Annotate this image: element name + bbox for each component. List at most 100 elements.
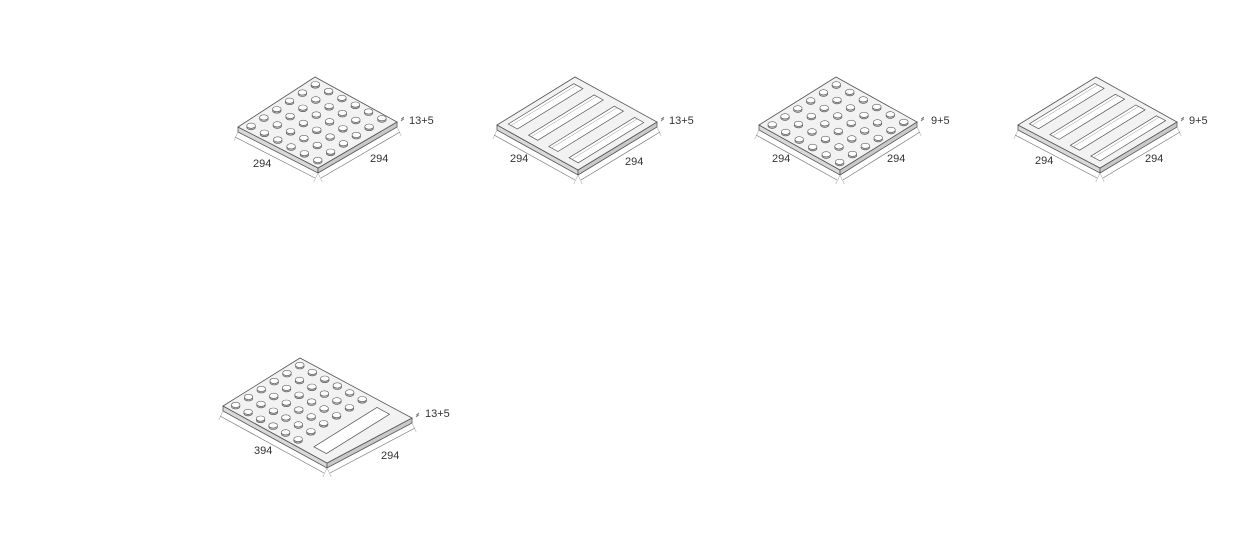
- dome-bump-top: [259, 114, 269, 121]
- dome-bump-top: [364, 108, 374, 115]
- dome-bump-top: [846, 119, 856, 126]
- dome-bump-top: [780, 113, 790, 120]
- dome-bump-top: [307, 398, 317, 405]
- dome-bump-top: [806, 97, 816, 104]
- dome-bump-top: [344, 404, 355, 410]
- width-dimension-line-tick-b: [322, 467, 328, 478]
- tile-bars-9-depth-label: 294: [1145, 153, 1163, 165]
- dome-bump-top: [310, 81, 320, 87]
- width-dimension-line-tick-a: [218, 410, 224, 421]
- width-dimension-line: [219, 415, 325, 474]
- dome-bump-top: [325, 133, 335, 140]
- guidance-bar-edge: [551, 107, 618, 149]
- dome-bump-top: [272, 106, 282, 112]
- width-dimension-line-tick-b: [313, 172, 319, 183]
- tile-top-face: [222, 357, 413, 464]
- dome-bump-top: [312, 126, 322, 133]
- depth-dimension-line-tick-b: [656, 126, 662, 137]
- tile-dots-13-width-label: 294: [253, 158, 271, 170]
- dome-bump-top: [268, 422, 278, 429]
- dome-bump-top: [295, 361, 305, 368]
- depth-dimension-line-tick-b: [396, 126, 402, 137]
- dome-bump-top: [859, 111, 869, 118]
- dome-bump-top: [231, 401, 241, 408]
- tile-combo-13-depth-label: 294: [381, 450, 399, 462]
- dome-bump-top: [269, 392, 279, 399]
- depth-dimension-line-tick-a: [317, 172, 323, 183]
- tile-combo-13-labels: 394 294 13+5: [254, 408, 450, 462]
- tile-dots-13: [233, 76, 405, 183]
- dome-bump-top: [319, 405, 329, 412]
- width-dimension-line-tick-a: [492, 129, 498, 140]
- dome-bump-top: [337, 110, 348, 116]
- dome-bump-top: [319, 420, 329, 426]
- guidance-bar: [548, 105, 625, 152]
- dome-bump-top: [351, 116, 361, 123]
- dome-bump-top: [294, 376, 305, 383]
- dome-bump-top: [377, 115, 387, 122]
- guidance-bar-edge: [571, 118, 638, 160]
- dome-bump-top: [794, 136, 804, 143]
- depth-dimension-line: [580, 131, 661, 181]
- dome-bump-top: [781, 128, 791, 135]
- depth-dimension-line-tick-a: [326, 467, 332, 478]
- dome-bump-top: [313, 156, 323, 163]
- dome-bump-top: [324, 103, 334, 109]
- depth-dimension-line: [320, 131, 401, 179]
- tile-bars-9-width-label: 294: [1035, 155, 1053, 167]
- dome-bump-top: [293, 436, 303, 442]
- dome-bump-top: [860, 127, 870, 134]
- dome-bump-top: [286, 128, 296, 134]
- dome-bump-top: [872, 119, 883, 126]
- dome-bump-top: [285, 113, 295, 119]
- dome-bump-top: [285, 97, 295, 104]
- dome-bump-top: [272, 121, 282, 128]
- dome-bump-top: [793, 105, 803, 112]
- dome-bump-top: [364, 123, 374, 130]
- dome-bump-top: [299, 134, 309, 141]
- dome-bump-top: [319, 390, 330, 397]
- dome-bump-top: [282, 384, 292, 391]
- depth-dimension-line-tick-a: [839, 174, 845, 185]
- dome-bump-top: [845, 104, 856, 111]
- tile-dots-9-thickness-label: 9+5: [931, 115, 950, 127]
- dome-bump-top: [886, 126, 896, 133]
- depth-dimension-line: [842, 131, 921, 181]
- dome-bump-top: [337, 94, 347, 101]
- dome-bump-top: [847, 150, 858, 157]
- depth-dimension-line: [329, 427, 416, 474]
- tile-dots-9-width-label: 294: [772, 153, 790, 165]
- dome-bump-top: [357, 396, 367, 402]
- dome-bump-top: [332, 412, 342, 418]
- tile-dots-13-thickness-label: 13+5: [409, 115, 434, 127]
- guidance-bar-edge: [531, 96, 597, 137]
- dome-bump-top: [281, 429, 291, 436]
- dome-bump-top: [311, 111, 321, 118]
- dome-bump-top: [345, 389, 355, 396]
- dome-bump-top: [256, 385, 266, 392]
- tile-bars-13-width-label: 294: [510, 153, 528, 165]
- depth-dimension-line-tick-b: [411, 422, 417, 433]
- dome-bump-top: [833, 127, 843, 134]
- dome-bump-top: [338, 140, 349, 147]
- tile-bars-13: [492, 76, 665, 185]
- width-dimension-line-tick-a: [754, 129, 760, 140]
- dome-bump-top: [860, 142, 870, 149]
- dome-bump-top: [767, 121, 777, 128]
- width-dimension-line: [234, 136, 316, 179]
- dome-bump-top: [873, 134, 883, 141]
- dome-bump-top: [259, 129, 270, 136]
- dome-bump-top: [821, 151, 831, 158]
- width-dimension-line-tick-b: [573, 174, 579, 185]
- dome-bump-top: [834, 143, 844, 150]
- dome-bump-top: [847, 135, 857, 142]
- width-dimension-line: [755, 134, 838, 181]
- guidance-bar: [1049, 93, 1126, 140]
- dome-bump-top: [326, 148, 336, 155]
- tile-dots-9-labels: 294 294 9+5: [772, 115, 950, 165]
- dome-bump-top: [243, 393, 254, 400]
- tile-bars-9-thickness-label: 9+5: [1189, 115, 1208, 127]
- guidance-bar: [1028, 83, 1105, 130]
